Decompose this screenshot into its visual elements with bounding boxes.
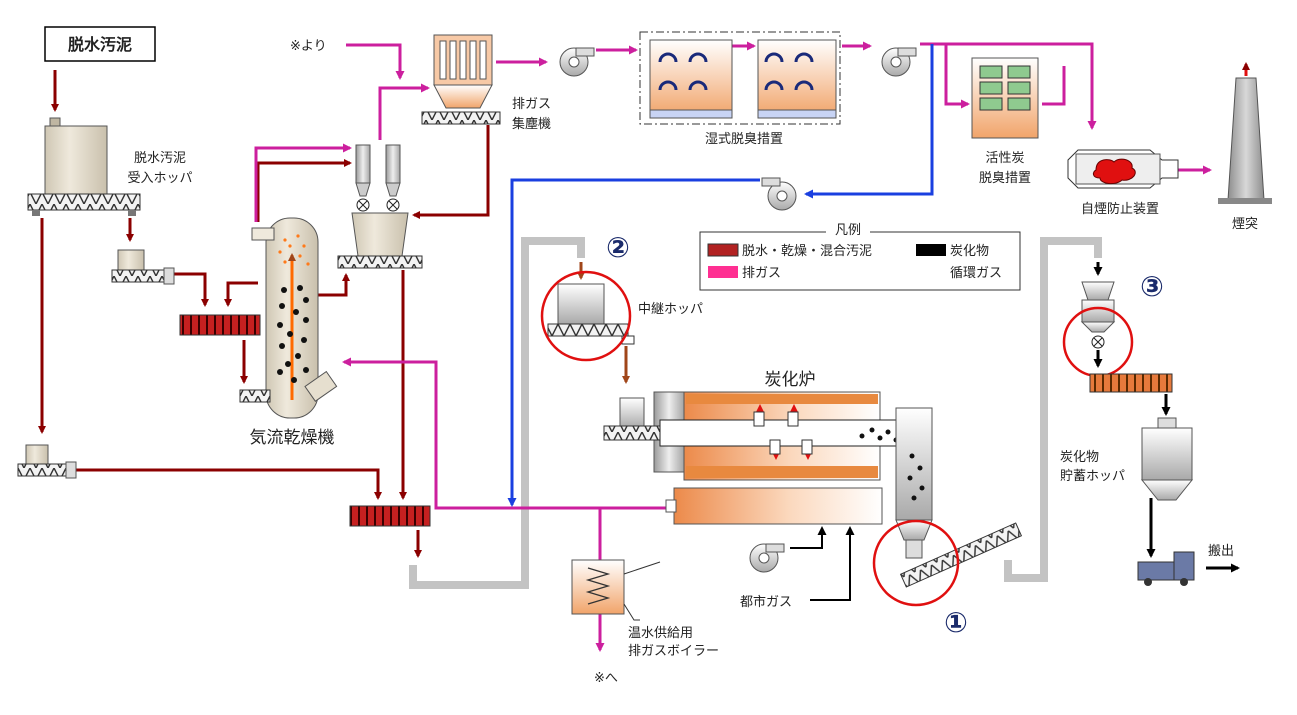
legend: 凡例 脱水・乾燥・混合汚泥 炭化物 排ガス 循環ガス — [699, 223, 1021, 291]
circulation-gas-lines — [507, 44, 934, 507]
city-gas-label: 都市ガス — [740, 594, 792, 610]
flash-dryer-label: 気流乾燥機 — [250, 428, 335, 448]
carbon-deodorizer: 活性炭 脱臭措置 — [971, 57, 1039, 186]
flash-dryer: 気流乾燥機 — [239, 217, 338, 448]
feeder-1 — [111, 249, 175, 285]
smoke-prevention-label: 自煙防止装置 — [1081, 201, 1159, 217]
marker-2: ② — [606, 231, 630, 264]
receiving-hopper-label-1: 脱水汚泥 — [134, 151, 186, 166]
boiler-label-1: 温水供給用 — [628, 626, 693, 641]
boiler-label-2: 排ガスボイラー — [628, 644, 719, 659]
truck-icon — [1137, 551, 1195, 586]
smoke-prevention-device: 自煙防止装置 — [1067, 149, 1179, 217]
to-note: ※へ — [594, 671, 618, 686]
sludge-lines — [38, 125, 490, 558]
receiving-hopper-label-2: 受入ホッパ — [127, 171, 192, 186]
legend-title: 凡例 — [835, 223, 861, 238]
legend-swatch-char — [916, 244, 946, 256]
blowers — [559, 47, 917, 573]
carbonization-furnace: 炭化炉 都市ガス — [603, 370, 933, 610]
carry-out-label: 搬出 — [1208, 544, 1234, 559]
receiving-hopper: 脱水汚泥 受入ホッパ — [27, 70, 193, 216]
diagram-title: 脱水汚泥 — [68, 35, 132, 54]
carbon-deodorizer-label-2: 脱臭措置 — [979, 171, 1031, 186]
legend-label-circ: 循環ガス — [950, 266, 1002, 281]
feeder-2 — [17, 444, 77, 479]
wet-deodorizer-label: 湿式脱臭措置 — [705, 132, 783, 147]
relay-hopper-label: 中継ホッパ — [638, 302, 703, 317]
exhaust-boiler: 温水供給用 排ガスボイラー ※へ — [571, 559, 719, 686]
chimney: 煙突 — [1218, 62, 1272, 232]
char-storage: 炭化物 貯蓄ホッパ 搬出 — [1060, 262, 1240, 586]
char-transport-lines — [409, 237, 1102, 589]
marker-3: ③ — [1140, 270, 1164, 303]
chimney-label: 煙突 — [1232, 216, 1258, 232]
cyclones — [337, 144, 423, 269]
relay-hopper: 中継ホッパ — [540, 262, 703, 384]
legend-label-exhaust: 排ガス — [742, 266, 781, 281]
title-box: 脱水汚泥 — [44, 26, 156, 62]
dust-collector-label-1: 排ガス — [512, 97, 551, 112]
dust-collector-label-2: 集塵機 — [512, 116, 551, 132]
marker-1: ① — [944, 606, 968, 639]
carbon-deodorizer-label-1: 活性炭 — [985, 151, 1024, 166]
furnace-label: 炭化炉 — [765, 370, 816, 390]
from-note: ※より — [290, 39, 327, 54]
legend-swatch-exhaust — [708, 266, 738, 278]
legend-label-sludge: 脱水・乾燥・混合汚泥 — [742, 244, 872, 259]
mixer-2 — [349, 505, 431, 527]
char-conveyor — [872, 519, 1023, 607]
dust-collector: 排ガス 集塵機 — [421, 34, 551, 132]
mixer-1 — [179, 314, 261, 336]
legend-label-char: 炭化物 — [950, 244, 989, 259]
wet-deodorizer: 湿式脱臭措置 — [639, 31, 841, 147]
storage-label-2: 貯蓄ホッパ — [1060, 469, 1125, 484]
storage-label-1: 炭化物 — [1060, 450, 1099, 465]
legend-swatch-sludge — [707, 243, 739, 257]
